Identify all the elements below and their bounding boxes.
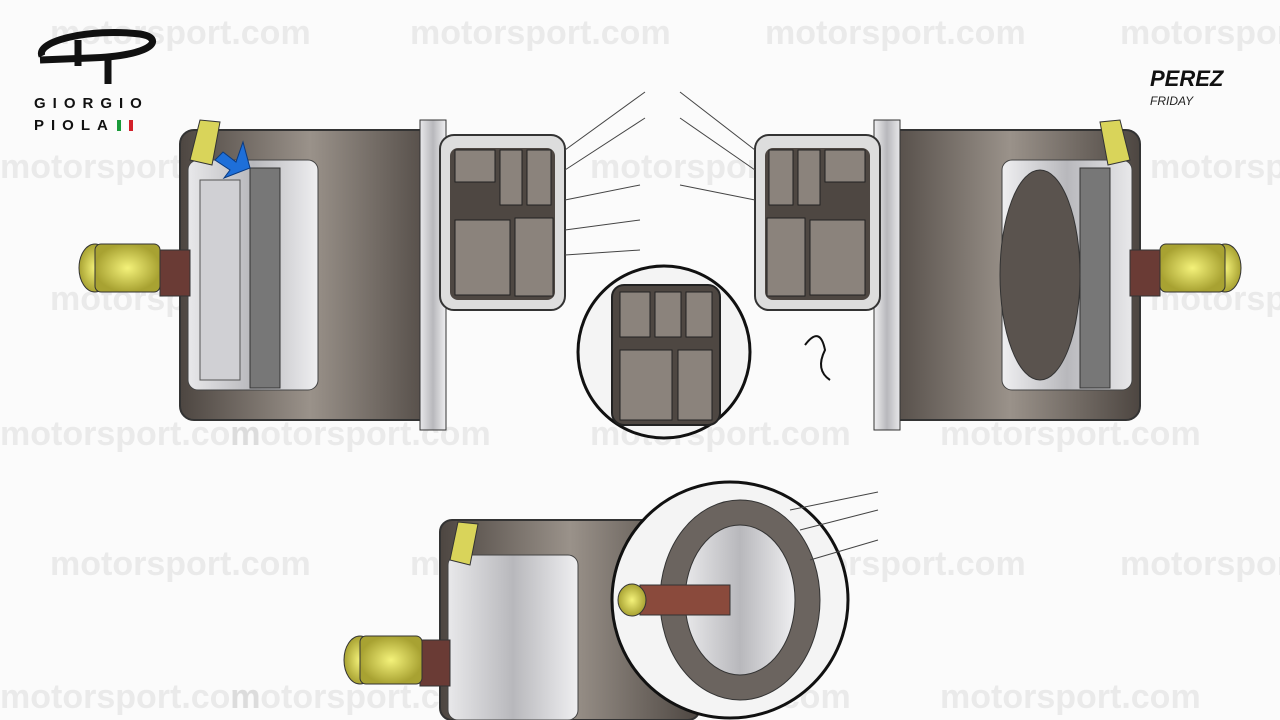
logo-line-2: PIOLA <box>34 117 115 134</box>
gp-monogram-icon <box>38 29 156 84</box>
giorgio-piola-logo: GIORGIO PIOLA <box>30 26 170 137</box>
flag-red <box>128 120 133 131</box>
right-brake-assembly <box>679 91 1242 431</box>
flag-white <box>122 120 127 131</box>
driver-name: PEREZ <box>1150 66 1224 91</box>
logo-line-1: GIORGIO <box>34 95 149 112</box>
arrow-icon <box>214 140 251 180</box>
session-label: FRIDAY <box>1150 94 1194 108</box>
bottom-brake-assembly <box>343 480 879 720</box>
flag-green <box>116 120 121 131</box>
duct-detail-inset <box>576 264 831 440</box>
caption: PEREZ FRIDAY <box>1150 66 1223 108</box>
left-brake-assembly <box>78 91 646 431</box>
artist-signature <box>804 335 831 381</box>
